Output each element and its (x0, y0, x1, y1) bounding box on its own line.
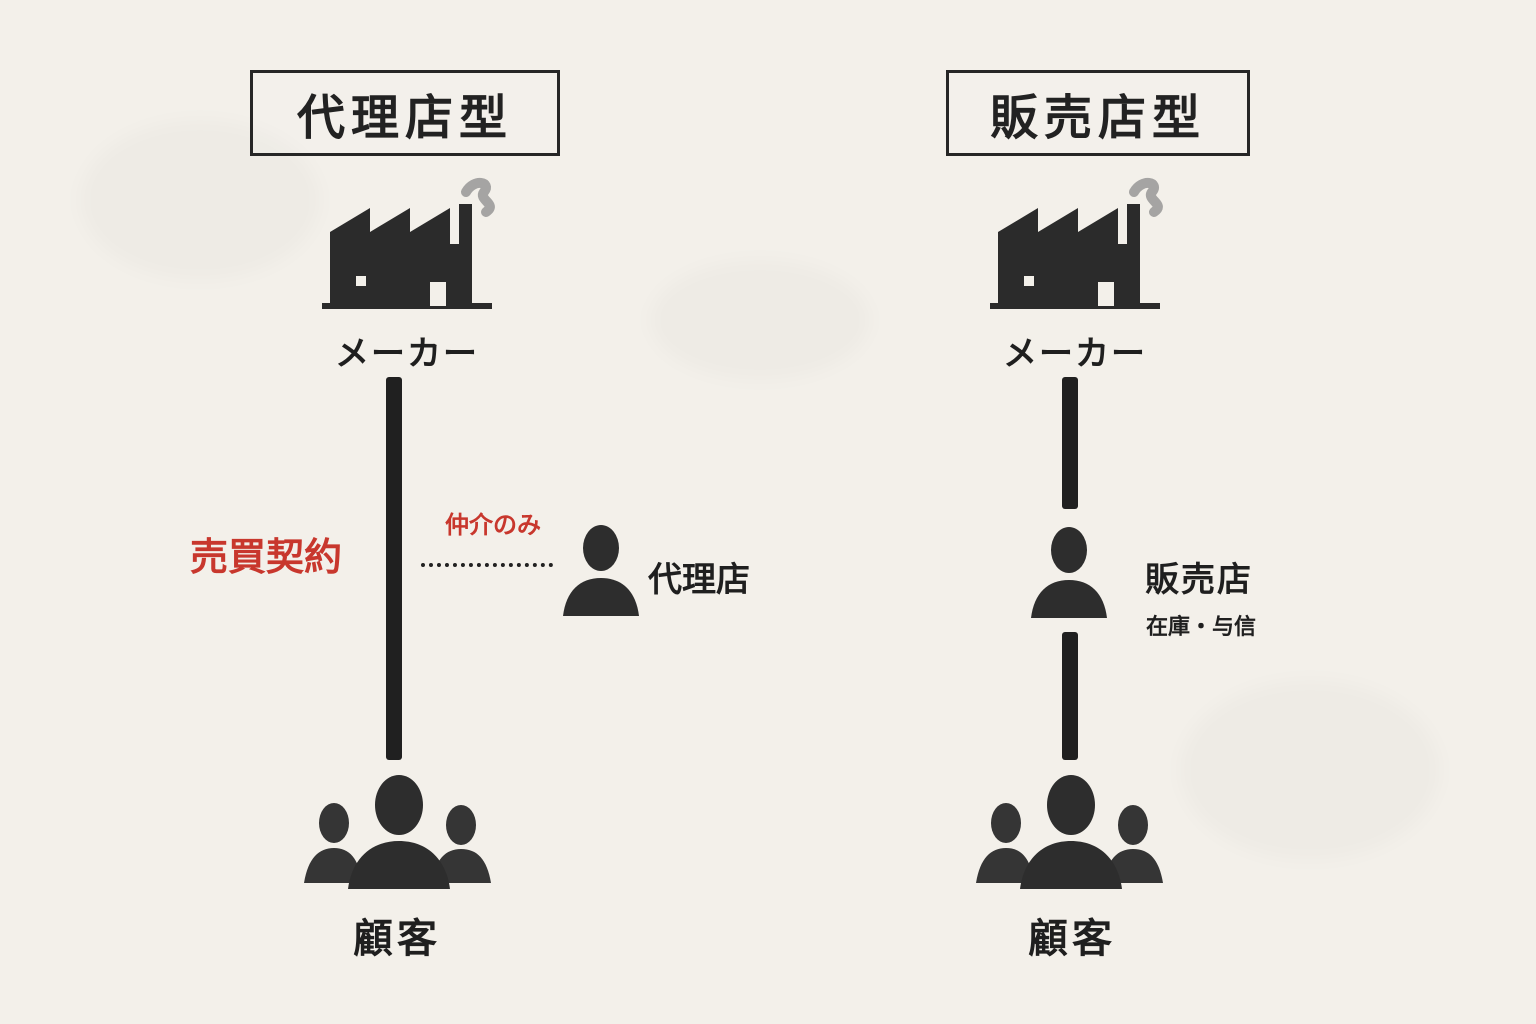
dealer-model-title: 販売店型 (989, 90, 1206, 146)
left-direct-contract-line (386, 377, 402, 760)
customer-group-icon (304, 775, 491, 889)
maker-to-dealer-line (1062, 377, 1078, 509)
right-customer-label: 顧客 (1028, 915, 1116, 962)
person-icon (1031, 527, 1107, 618)
factory-icon (990, 178, 1163, 309)
agency-model-title: 代理店型 (296, 90, 513, 146)
agency-model-title-box: 代理店型 (250, 70, 560, 156)
customer-group-icon (976, 775, 1163, 889)
agent-label: 代理店 (648, 560, 750, 600)
paper-texture (650, 260, 870, 380)
dealer-label: 販売店 (1145, 560, 1253, 600)
person-icon (563, 525, 639, 616)
mediation-label: 仲介のみ (445, 510, 541, 539)
dealer-model-title-box: 販売店型 (946, 70, 1250, 156)
mediation-dotted-line (421, 563, 553, 567)
factory-icon (322, 178, 495, 309)
dealer-note-label: 在庫・与信 (1146, 614, 1257, 640)
right-maker-label: メーカー (1003, 334, 1147, 374)
dealer-to-customer-line (1062, 632, 1078, 760)
sales-contract-label: 売買契約 (190, 534, 343, 579)
paper-texture (1180, 680, 1440, 860)
left-maker-label: メーカー (335, 334, 479, 374)
left-customer-label: 顧客 (353, 915, 441, 962)
